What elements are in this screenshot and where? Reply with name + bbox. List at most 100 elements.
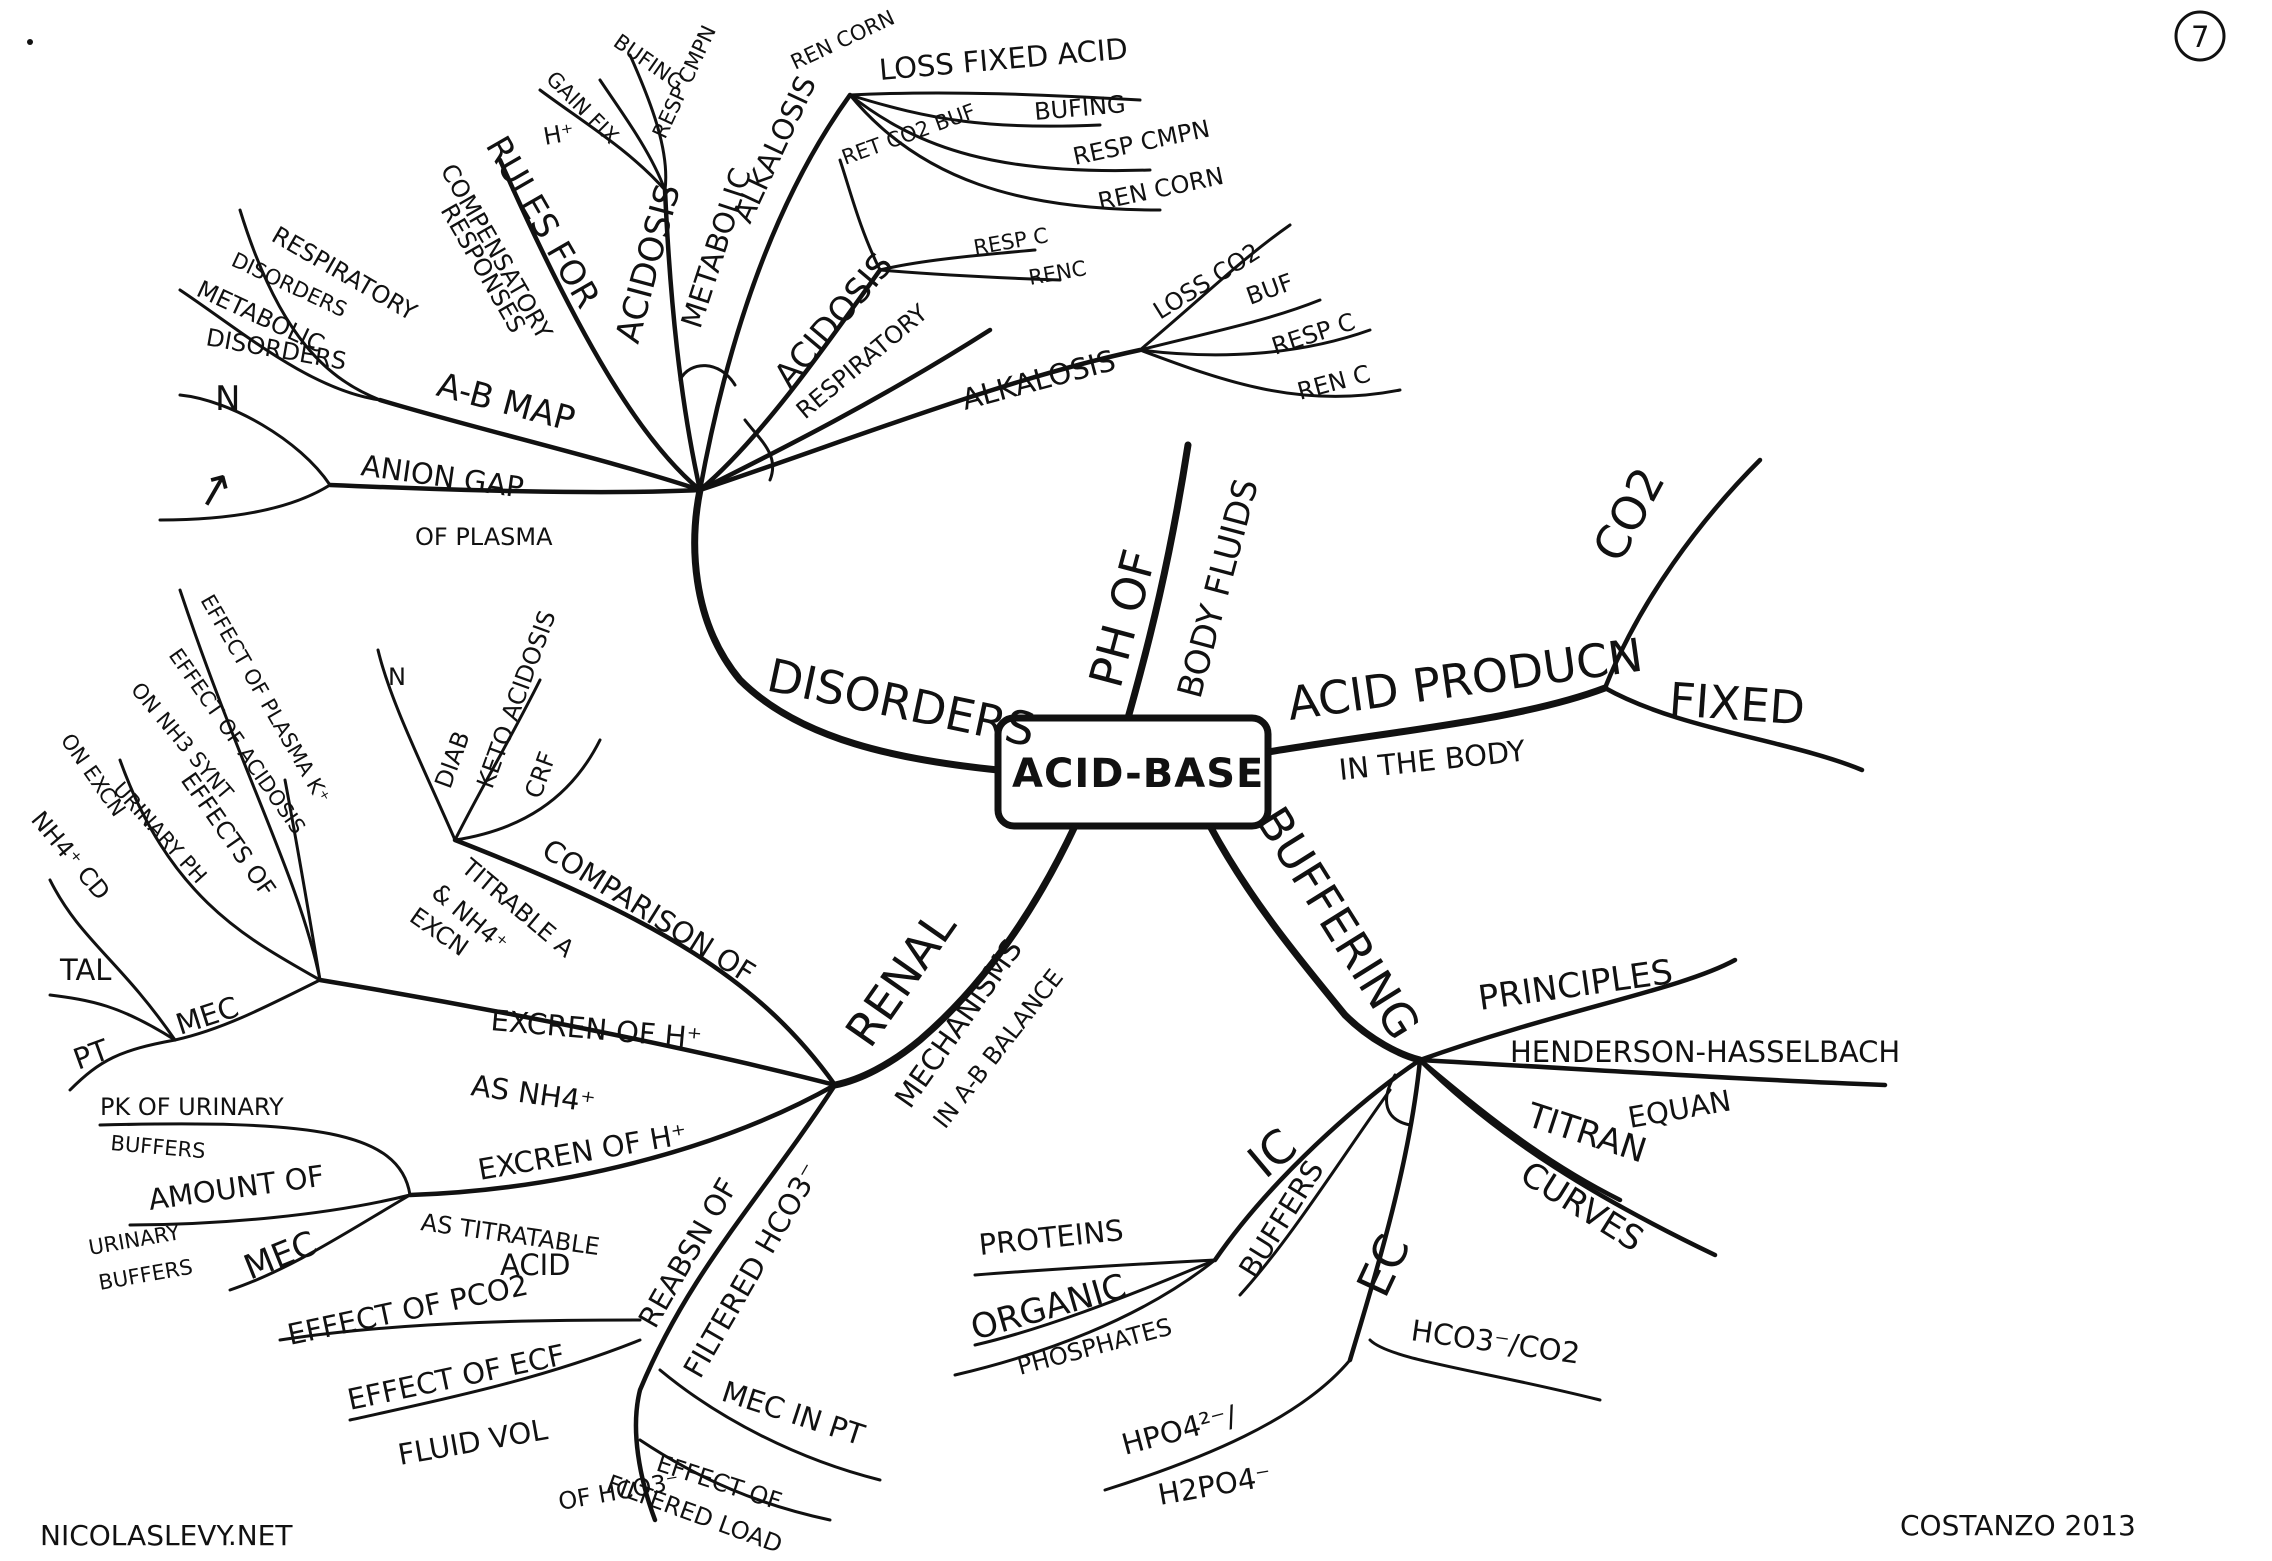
effect-acidosis-line [283, 778, 322, 982]
nh4cd-line [48, 878, 177, 1042]
resp-alkalosis-label: ALKALOSIS [958, 343, 1119, 417]
anion-n-label: N [215, 379, 240, 419]
resp-disorders-line [238, 208, 382, 402]
met-acidosis-line [662, 187, 703, 493]
ab-map-line [377, 397, 703, 493]
branch-disorders-line [691, 486, 1002, 774]
principles-label: PRINCIPLES [1476, 952, 1676, 1019]
proteins-line [973, 1258, 1217, 1277]
ic-line [1212, 1057, 1423, 1263]
bracket-respiratory [743, 418, 775, 482]
met-acid-h-line [538, 88, 667, 192]
titr-mec-label: MEC [238, 1223, 322, 1288]
diab-n-label: N [388, 663, 406, 691]
phosphates-line [953, 1258, 1217, 1377]
met-acid-h-label: H⁺ [541, 118, 576, 151]
excre-nh4-line [317, 977, 838, 1088]
excre-titr-line [407, 1082, 838, 1198]
rules-line [497, 157, 703, 493]
respiratory-line [697, 327, 993, 493]
anion-n-line [178, 393, 332, 487]
met-disorders-line [178, 288, 382, 402]
resp-acid-respc-label: RESP C [972, 223, 1050, 260]
organic-line [973, 1258, 1217, 1347]
buffers-titr-label: BUFFERS [110, 1131, 207, 1163]
nh4-effects-root [173, 978, 322, 1042]
excre-nh4-label: EXCREN OF H⁺ [489, 1003, 703, 1055]
met-alk-resp-label: RESP CMPN [1070, 115, 1212, 171]
buffers-line [1238, 1088, 1392, 1297]
comparison-label: COMPARISON OF [536, 832, 761, 990]
acid-fixed-line [1602, 685, 1865, 773]
of-plasma-label: OF PLASMA [415, 523, 553, 551]
resp-alk-renc-label: REN C [1294, 360, 1373, 406]
curves-line [1417, 1057, 1718, 1258]
amount-line [128, 1193, 412, 1227]
titr-acid-label: ACID [500, 1248, 570, 1282]
resp-acid-renc-label: RENC [1027, 256, 1089, 290]
branch-acid-production-line [1264, 684, 1609, 756]
resp-alk-buf-label: BUF [1242, 268, 1297, 311]
diab-keto-line [453, 678, 542, 842]
tal-label: TAL [59, 953, 111, 987]
page-number-circle [2174, 10, 2226, 62]
curves-label: CURVES [1513, 1154, 1650, 1260]
met-acid-buf-line [628, 53, 668, 192]
disorders-label: DISORDERS [763, 648, 1040, 757]
resp-alkalosis-line [697, 347, 1143, 493]
resp-acid-renc-line [878, 268, 1062, 282]
hpo4-line [1103, 1358, 1352, 1492]
principles-line [1417, 957, 1738, 1063]
hco3-line [1368, 1338, 1602, 1402]
resp-acid-respc-line [878, 248, 1037, 272]
pk-urinary-label: pK OF URINARY [100, 1093, 284, 1121]
nh4-cd-label: NH4⁺ CD [25, 806, 115, 906]
branch-renal-line [831, 822, 1079, 1089]
met-alk-ren-line [848, 93, 1162, 212]
met-alk-loss-line [848, 91, 1142, 102]
anion-gap-label: ANION GAP [359, 448, 526, 504]
branch-buffering-line [1206, 822, 1424, 1064]
diab-crf-line [453, 738, 602, 842]
effect-plasma-k-line [178, 588, 322, 982]
resp-alk-renc-line [1138, 348, 1402, 398]
anion-gap-line [327, 482, 703, 495]
resp-acid-ret-line [838, 158, 882, 272]
resp-acidosis-line [697, 267, 883, 493]
acid-production-label: ACiD PRODUCN [1284, 628, 1646, 731]
bracket-metabolic [678, 364, 737, 387]
mec-in-pt-label: MEC IN PT [718, 1374, 869, 1452]
diab-label: DIAB [429, 728, 475, 793]
metabolic-line [697, 92, 853, 493]
page-number: 7 [2191, 20, 2209, 54]
ec-hpo4-label: HPO4²⁻/ [1118, 1399, 1240, 1462]
met-alk-buf-line [848, 93, 1102, 128]
acid-co2-line [1602, 457, 1763, 691]
acid-fixed-label: FIXED [1667, 672, 1806, 735]
met-alkalosis-label: ALKALOSIS [726, 71, 823, 228]
met-alk-loss-label: LOSS FIXED ACID [878, 31, 1129, 87]
effect-filt-line [638, 1438, 832, 1522]
effects-urinary-line [118, 758, 322, 982]
comparison-line [452, 837, 838, 1088]
resp-alk-buf-line [1138, 298, 1322, 352]
in-the-body-label: IN THE BODY [1337, 734, 1527, 787]
branch-ph-line [1124, 441, 1192, 722]
pk-urinary-line [98, 1122, 412, 1197]
ec-line [1347, 1057, 1423, 1363]
credit-right: COSTANZO 2013 [1900, 1509, 2136, 1542]
as-nh4-label: AS NH4⁺ [469, 1068, 597, 1119]
resp-alk-respc-label: RESP C [1268, 308, 1358, 361]
reabs-line [633, 1082, 838, 1523]
bracket-buffering [1385, 1073, 1412, 1127]
pt-label: PT [69, 1032, 114, 1076]
buffer-titr-label: BUFFERS [97, 1255, 195, 1295]
resp-alk-respc-line [1138, 328, 1372, 357]
ink-dot [27, 39, 33, 45]
nh4-mec-label: MEC [172, 990, 243, 1042]
effect-ecf-line [348, 1338, 642, 1422]
resp-alk-loss-line [1138, 223, 1292, 352]
acid-co2-label: CO2 [1582, 459, 1675, 571]
crf-label: CRF [519, 748, 561, 802]
